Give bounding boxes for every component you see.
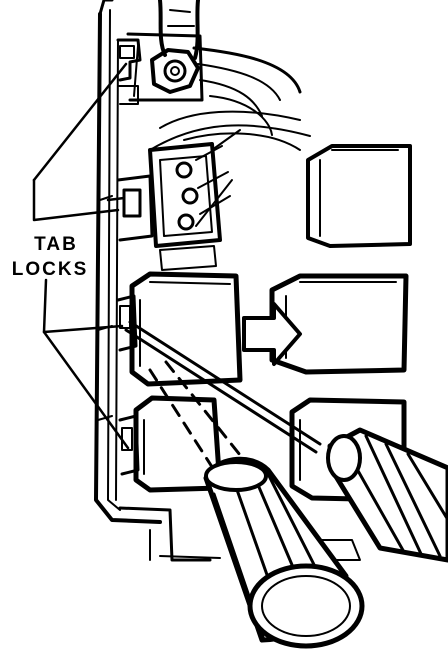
top-wiring: [128, 0, 310, 150]
screwdriver-icon: [328, 430, 448, 560]
relay-middle: [118, 274, 240, 384]
sight-lines: [150, 362, 244, 470]
panel-housing: [96, 0, 360, 560]
screwdriver-shafts: [126, 322, 320, 452]
relay-upper-right: [308, 146, 410, 246]
tab-lock-upper: [118, 40, 140, 104]
hex-nut: [152, 50, 198, 92]
tab-locks-label-line1: TAB: [34, 234, 78, 255]
removal-arrow-icon: [244, 304, 300, 364]
callout-leaders: [34, 64, 128, 448]
connector-block: [118, 130, 240, 270]
screwdriver-handle-front: [206, 459, 362, 646]
tab-locks-label-line2: LOCKS: [11, 259, 89, 280]
